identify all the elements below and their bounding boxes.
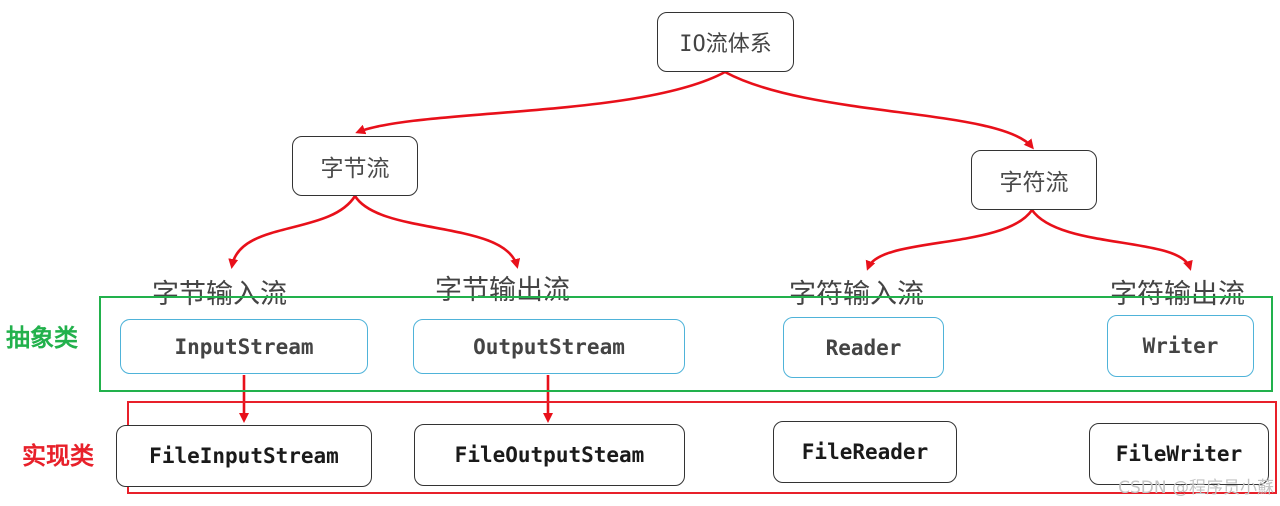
inputstream-box: InputStream [120, 319, 368, 374]
char-stream-label: 字符流 [999, 170, 1069, 196]
arrow-char-to-char-output [1030, 209, 1193, 271]
outputstream-label: OutputStream [473, 334, 625, 359]
implementation-classes-label: 实现类 [22, 442, 94, 470]
csdn-watermark: CSDN @程序员小蘇 [1118, 478, 1274, 498]
arrow-byte-to-byte-input [228, 195, 357, 269]
fileinputstream-label: FileInputStream [149, 444, 339, 468]
abstract-classes-frame [99, 296, 1273, 392]
byte-stream-node: 字节流 [292, 136, 418, 196]
char-output-stream-label: 字符输出流 [1110, 279, 1245, 310]
root-node: IO流体系 [657, 12, 794, 72]
arrow-char-to-char-input [865, 209, 1034, 271]
fileoutputsteam-label: FileOutputSteam [454, 443, 645, 467]
writer-label: Writer [1142, 334, 1219, 358]
arrow-root-to-char-stream [724, 70, 1034, 150]
byte-input-stream-label: 字节输入流 [152, 279, 287, 310]
filereader-box: FileReader [773, 421, 957, 483]
fileinputstream-box: FileInputStream [116, 425, 372, 487]
byte-output-stream-label: 字节输出流 [435, 275, 570, 306]
filewriter-box: FileWriter [1089, 423, 1269, 485]
root-node-label: IO流体系 [679, 32, 772, 57]
filereader-label: FileReader [801, 440, 929, 464]
arrow-root-to-byte-stream [355, 70, 726, 135]
char-input-stream-label: 字符输入流 [789, 279, 924, 310]
char-stream-node: 字符流 [971, 150, 1097, 210]
writer-box: Writer [1107, 315, 1254, 377]
fileoutputsteam-box: FileOutputSteam [414, 424, 685, 486]
abstract-classes-label: 抽象类 [6, 324, 78, 352]
reader-box: Reader [783, 317, 944, 378]
byte-stream-label: 字节流 [320, 156, 390, 182]
filewriter-label: FileWriter [1115, 442, 1243, 466]
arrow-byte-to-byte-output [353, 195, 521, 269]
inputstream-label: InputStream [174, 334, 314, 359]
outputstream-box: OutputStream [413, 319, 685, 374]
reader-label: Reader [825, 335, 902, 360]
